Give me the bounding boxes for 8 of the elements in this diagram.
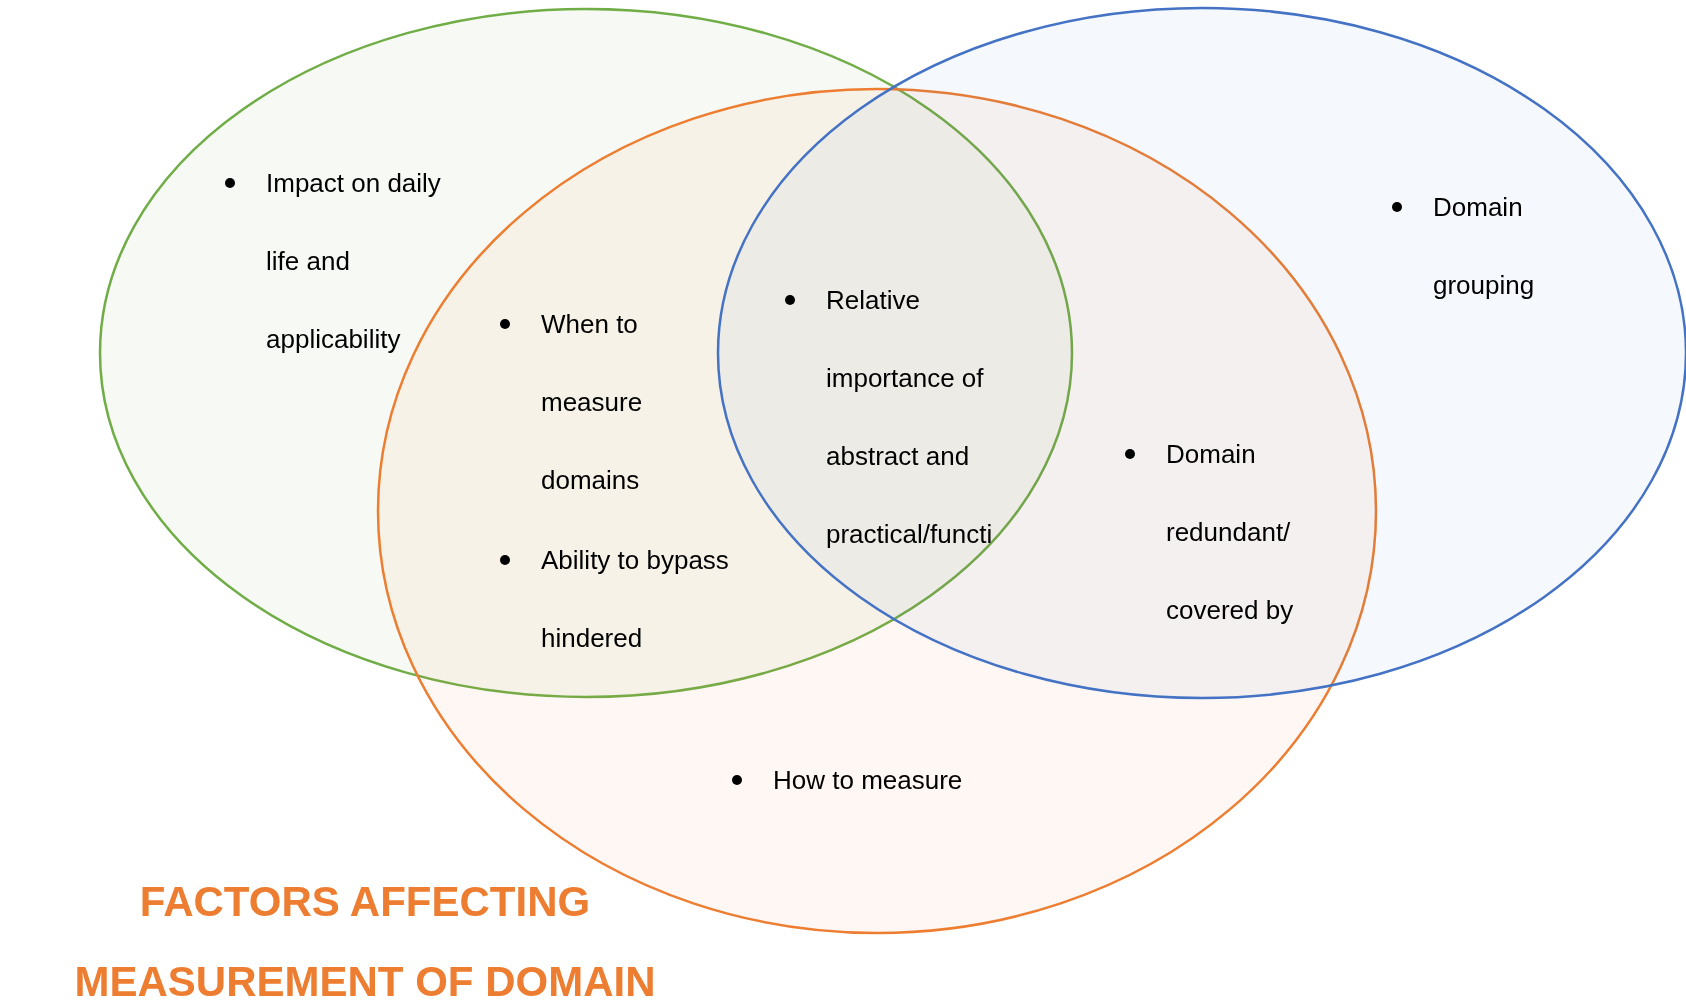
bullet-point-text: Relative importance of abstract and practical/functi xyxy=(785,261,1026,573)
bullet-point-text: How to measure xyxy=(732,741,1033,819)
bullet-point-text: Domain redundant/ covered by xyxy=(1125,415,1316,649)
bullet-point-text: Domain grouping xyxy=(1392,168,1563,324)
diagram-title: FACTORS AFFECTING MEASUREMENT OF DOMAIN xyxy=(73,877,657,1006)
bullet-point-text: Impact on daily life and applicability xyxy=(225,144,441,378)
bullet-point-text: When to measure domains xyxy=(500,285,671,519)
bullet-point-text: Ability to bypass hindered xyxy=(500,521,766,677)
